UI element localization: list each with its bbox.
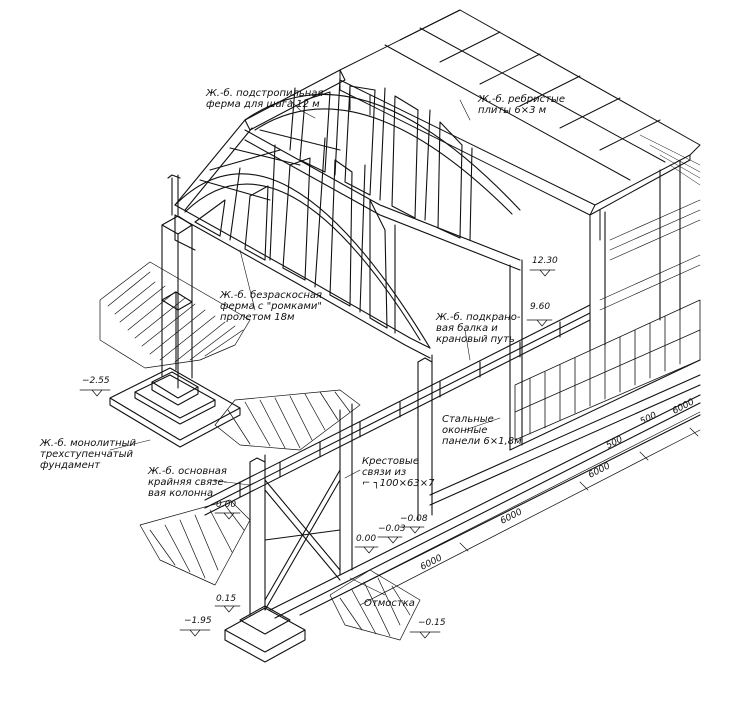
column-front [249,403,353,616]
elevation-minus-1-95: −1.95 [184,616,212,626]
elevation-12-30: 12.30 [532,256,558,266]
right-wall [429,159,701,506]
label-bracing: Крестовые связи из ⌐ ┐100×63×7 [362,456,435,489]
elevation-0-00-front: 0.00 [356,534,377,544]
label-steel-panels: Стальные оконные панели 6×1,8м [442,414,522,447]
column-middle [417,354,433,521]
column-rear-1 [167,174,181,216]
elevation-minus-0-08: −0.08 [400,514,428,524]
steel-window-panels [514,299,701,441]
elevation-0-15: 0.15 [216,594,237,604]
label-ribbed-slabs: Ж.-б. ребристые плиты 6×3 м [478,94,565,116]
elevation-minus-0-15: −0.15 [418,618,446,628]
elevation-markers [79,269,556,639]
crane-beam [204,304,591,516]
roof-hatch [639,134,701,186]
elevation-9-60: 9.60 [530,302,551,312]
label-column: Ж.-б. основная крайняя связе- вая колонн… [148,466,228,499]
ground-hatch-left [99,261,251,369]
wall-stipple [599,199,701,311]
truss-18m-rear [244,77,521,271]
label-crane-beam: Ж.-б. подкрано- вая балка и крановый пут… [436,312,521,345]
label-truss-18m: Ж.-б. безраскосная ферма с "ромками" про… [220,290,323,323]
leader-lines [109,99,501,596]
ground-hatch-lower [139,499,251,586]
label-subrafter-truss: Ж.-б. подстропильная ферма для шага 12 м [206,88,324,110]
elevation-minus-0-03: −0.03 [378,524,406,534]
truss-18m-front [174,137,431,359]
foundation-left [109,215,241,448]
label-blind-area: Отмостка [364,598,415,609]
ground-hatch-mid [214,389,361,451]
foundation-front [224,605,306,663]
elevation-minus-2-55: −2.55 [82,376,110,386]
subrafter-truss-12m [174,69,346,211]
roof-slabs [339,9,701,246]
label-foundation: Ж.-б. монолитный трехступенчатый фундаме… [40,438,137,471]
dimension-lines [339,411,701,606]
ground-hatch-front [329,569,421,641]
elevation-0-00-left: 0.00 [216,500,237,510]
